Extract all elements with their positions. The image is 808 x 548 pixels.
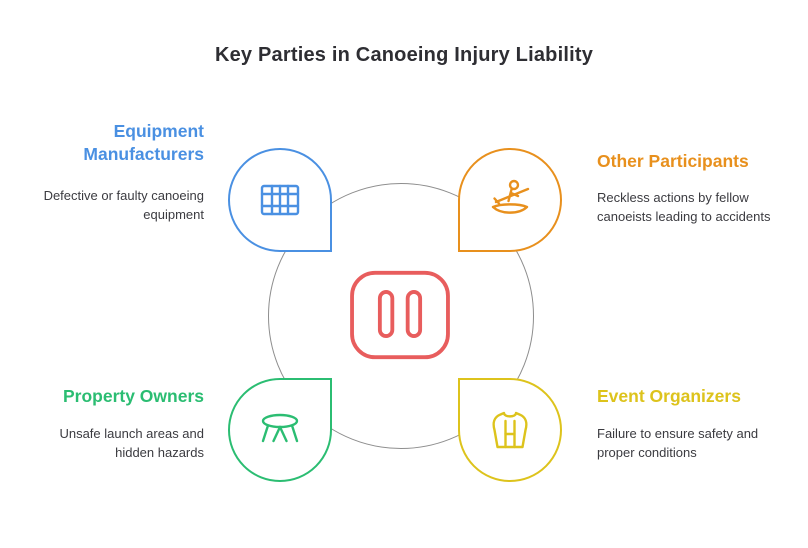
petal-event-organizers [458,378,562,482]
quadrant-block-property-owners: Property Owners Unsafe launch areas and … [40,385,204,463]
canoe-top-view-icon [347,268,453,362]
life-vest-icon [492,411,528,449]
equipment-grid-icon [260,184,300,216]
page-title: Key Parties in Canoeing Injury Liability [214,44,594,66]
quadrant-title-property-owners: Property Owners [62,386,204,406]
petal-other-participants [458,148,562,252]
quadrant-block-event-organizers: Event Organizers Failure to ensure safet… [597,385,783,463]
center-ring [268,183,534,449]
kayaker-icon [491,179,530,214]
quadrant-title-event-organizers: Event Organizers [597,386,741,406]
quadrant-block-other-participants: Other Participants Reckless actions by f… [597,150,789,227]
quadrant-title-equipment-manufacturers: Equipment Manufacturers [83,121,204,164]
petal-property-owners [228,378,332,482]
quadrant-description-property-owners: Unsafe launch areas and hidden hazards [59,425,204,461]
quadrant-description-event-organizers: Failure to ensure safety and proper cond… [597,425,759,461]
petal-equipment-manufacturers [228,148,332,252]
quadrant-block-equipment-manufacturers: Equipment Manufacturers Defective or fau… [22,120,204,225]
quadrant-title-other-participants: Other Participants [597,151,749,171]
quadrant-description-other-participants: Reckless actions by fellow canoeists lea… [597,189,771,225]
quadrant-description-equipment-manufacturers: Defective or faulty canoeing equipment [43,187,204,223]
trampoline-launch-icon [261,413,299,443]
